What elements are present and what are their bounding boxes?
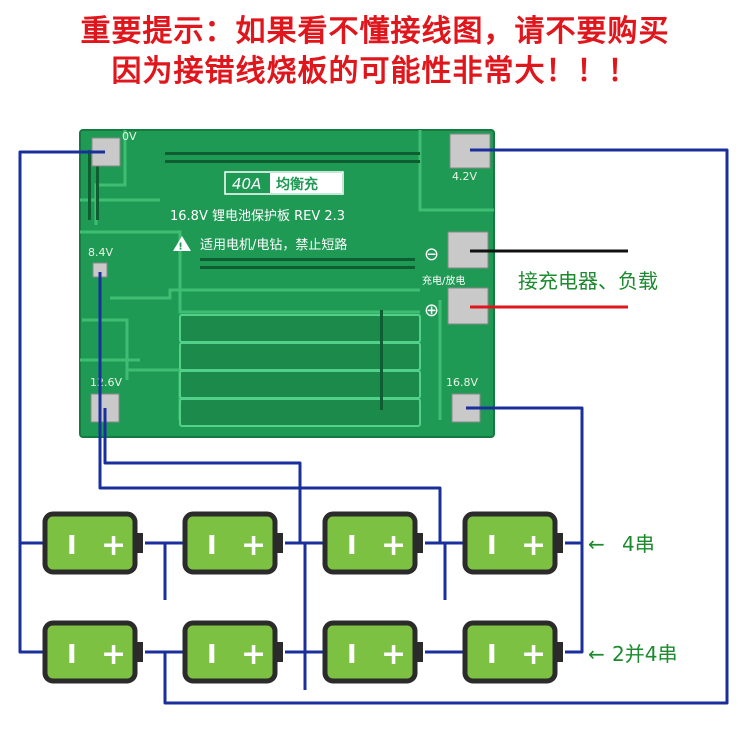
arrow-4s: ← xyxy=(588,532,605,556)
wire-8v4 xyxy=(98,272,442,543)
warning-triangle-mark: ! xyxy=(178,242,183,253)
battery-cap xyxy=(415,642,423,662)
pad-16v8-label: 16.8V xyxy=(446,376,478,389)
plus-symbol: ⊕ xyxy=(424,300,439,321)
pad-0v-label: 0V xyxy=(122,130,137,143)
battery-cap xyxy=(555,642,563,662)
warning-line-2: 因为接错线烧板的可能性非常大！！！ xyxy=(111,54,639,89)
wire-0v-top xyxy=(18,150,105,545)
battery-cap xyxy=(135,533,143,553)
label-2p4s: 2并4串 xyxy=(612,642,677,666)
battery-plus-symbol: + xyxy=(381,637,406,672)
pad-12v6-label: 12.6V xyxy=(90,376,122,389)
battery-minus-symbol: I xyxy=(207,640,217,670)
wire-0v-bottom xyxy=(18,543,45,654)
battery-minus-symbol: I xyxy=(347,531,357,561)
warning-line-1: 重要提示：如果看不懂接线图，请不要购买 xyxy=(80,14,670,49)
board-traces xyxy=(80,130,494,420)
battery-cap xyxy=(275,642,283,662)
pad-4v2-label: 4.2V xyxy=(452,170,477,183)
rating-badge-fill xyxy=(270,173,342,193)
wire-16v8-b xyxy=(565,543,584,654)
battery-minus-symbol: I xyxy=(487,640,497,670)
battery-plus-symbol: + xyxy=(241,637,266,672)
mosfet-pads xyxy=(179,314,421,427)
minus-symbol: ⊖ xyxy=(424,244,439,265)
board-title: 16.8V 锂电池保护板 REV 2.3 xyxy=(170,209,345,224)
rating-40a: 40A xyxy=(232,175,261,193)
battery-minus-symbol: I xyxy=(207,531,217,561)
battery-plus-symbol: + xyxy=(101,528,126,563)
battery-cap xyxy=(135,642,143,662)
wire-16v8 xyxy=(466,406,584,545)
pad-8v4-label: 8.4V xyxy=(88,246,113,259)
wire-4v2 xyxy=(163,148,729,705)
battery-cap xyxy=(415,533,423,553)
battery-cell: I+ xyxy=(42,511,143,575)
battery-pack: I+I+I+I+I+I+I+I+ xyxy=(42,511,563,684)
battery-cell: I+ xyxy=(462,511,563,575)
via-dots xyxy=(88,150,420,410)
battery-plus-symbol: + xyxy=(101,637,126,672)
battery-minus-symbol: I xyxy=(347,640,357,670)
charger-load-label: 接充电器、负载 xyxy=(518,269,658,293)
battery-cell: I+ xyxy=(322,620,423,684)
battery-plus-symbol: + xyxy=(241,528,266,563)
battery-plus-symbol: + xyxy=(381,528,406,563)
battery-minus-symbol: I xyxy=(487,531,497,561)
battery-minus-symbol: I xyxy=(67,531,77,561)
battery-cap xyxy=(555,533,563,553)
bms-board: 0V 4.2V 8.4V 12.6V 16.8V ⊖ ⊕ 充电/放电 40A 均… xyxy=(79,129,495,438)
battery-cell: I+ xyxy=(462,620,563,684)
battery-minus-symbol: I xyxy=(67,640,77,670)
arrow-2p4s: ← xyxy=(588,642,605,666)
battery-cell: I+ xyxy=(42,620,143,684)
battery-cap xyxy=(275,533,283,553)
wire-12v6 xyxy=(103,408,302,543)
battery-cell: I+ xyxy=(322,511,423,575)
battery-plus-symbol: + xyxy=(521,637,546,672)
label-4s: 4串 xyxy=(622,532,655,556)
blue-wires xyxy=(18,148,729,705)
rating-balance: 均衡充 xyxy=(276,176,318,193)
battery-cell: I+ xyxy=(182,620,283,684)
battery-cell: I+ xyxy=(182,511,283,575)
charge-discharge-label: 充电/放电 xyxy=(422,274,465,287)
warning-triangle-icon xyxy=(173,236,191,251)
battery-plus-symbol: + xyxy=(521,528,546,563)
board-usage: 适用电机/电钻，禁止短路 xyxy=(200,237,347,253)
